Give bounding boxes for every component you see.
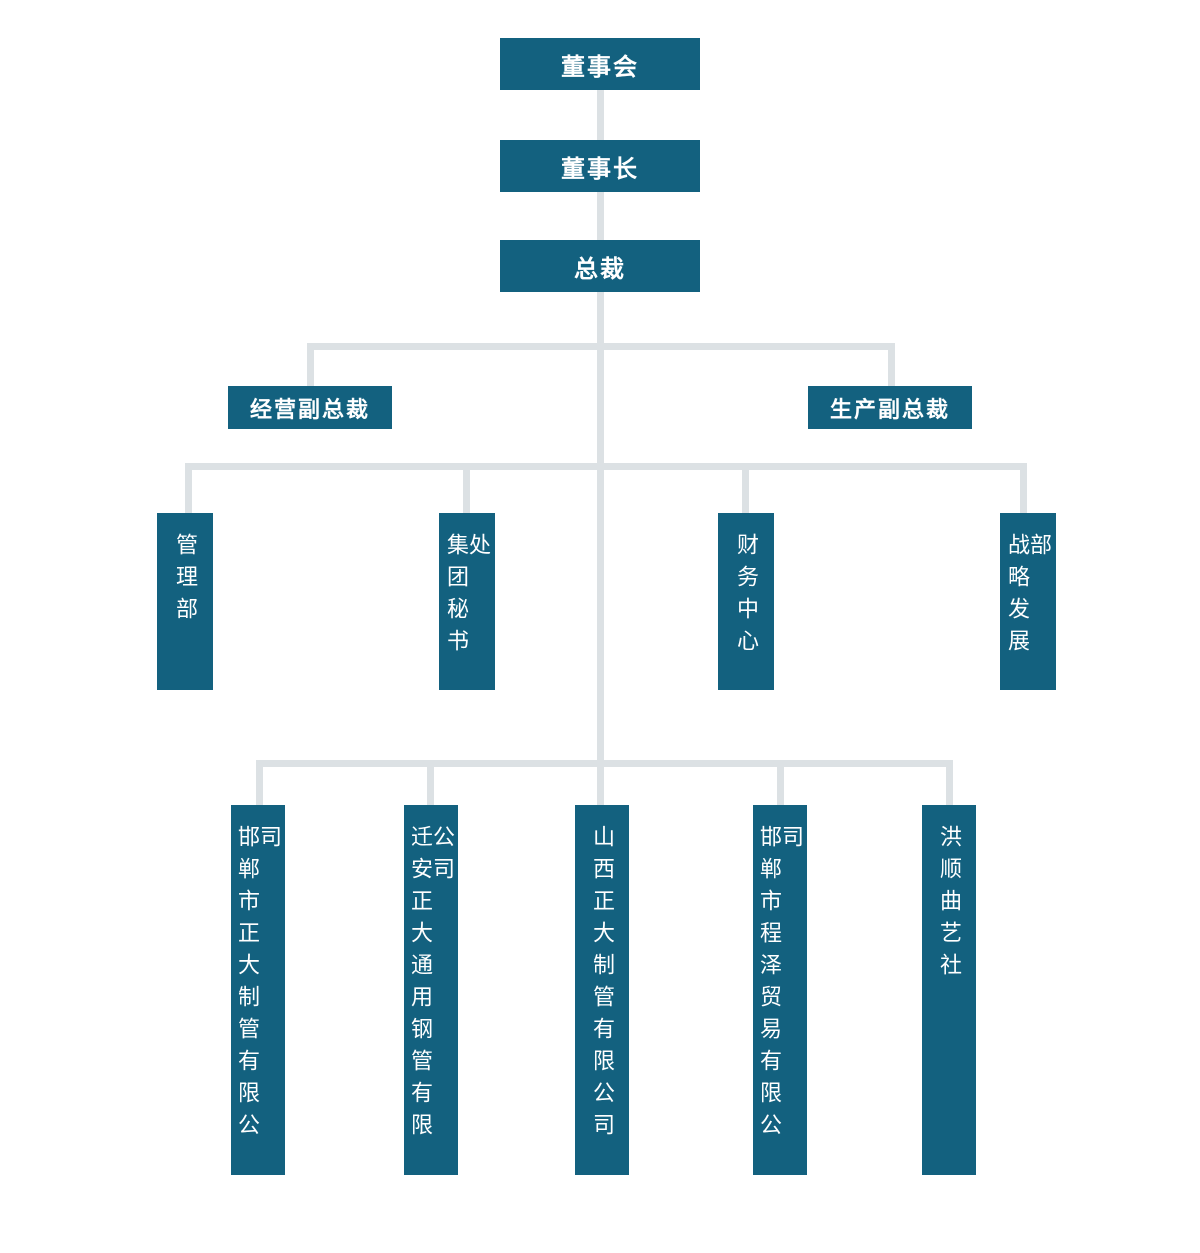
- node-sub-qianan-steel-pipe-label: 迁安正大通用钢管有限公司: [408, 825, 455, 1145]
- connector-vp-left-drop: [307, 343, 314, 387]
- node-dept-strategy-label: 战略发展部: [1005, 533, 1052, 661]
- node-dept-finance-label: 财务中心: [734, 533, 759, 661]
- node-dept-management: 管理部: [157, 513, 213, 690]
- connector-sub-drop-3: [597, 767, 604, 806]
- connector-sub-drop-5: [946, 760, 953, 806]
- connector-subsidiary-rail: [256, 760, 953, 767]
- node-sub-qianan-steel-pipe: 迁安正大通用钢管有限公司: [404, 805, 458, 1175]
- connector-chairman-president: [597, 192, 604, 240]
- node-sub-handan-zhengda-pipe: 邯郸市正大制管有限公司: [231, 805, 285, 1175]
- node-dept-management-label: 管理部: [173, 533, 198, 629]
- connector-sub-drop-4: [777, 767, 784, 806]
- connector-sub-drop-2: [427, 767, 434, 806]
- node-chairman: 董事长: [500, 140, 700, 192]
- node-sub-hongshun-quyi: 洪顺曲艺社: [922, 805, 976, 1175]
- node-sub-handan-chengze-trading: 邯郸市程泽贸易有限公司: [753, 805, 807, 1175]
- node-dept-secretariat: 集团秘书处: [439, 513, 495, 690]
- node-president: 总裁: [500, 240, 700, 292]
- connector-vp-rail: [307, 343, 895, 350]
- connector-sub-drop-1: [256, 760, 263, 806]
- node-sub-shanxi-zhengda-pipe: 山西正大制管有限公司: [575, 805, 629, 1175]
- node-vp-production: 生产副总裁: [808, 386, 972, 429]
- node-sub-handan-chengze-trading-label: 邯郸市程泽贸易有限公司: [757, 825, 804, 1145]
- node-board: 董事会: [500, 38, 700, 90]
- connector-central-spine: [597, 292, 604, 767]
- connector-dept-drop-4: [1020, 463, 1027, 513]
- connector-board-chairman: [597, 90, 604, 140]
- node-sub-hongshun-quyi-label: 洪顺曲艺社: [937, 825, 962, 985]
- connector-dept-drop-2: [463, 470, 470, 513]
- node-vp-operations: 经营副总裁: [228, 386, 392, 429]
- node-sub-handan-zhengda-pipe-label: 邯郸市正大制管有限公司: [235, 825, 282, 1145]
- node-dept-finance: 财务中心: [718, 513, 774, 690]
- connector-vp-right-drop: [888, 343, 895, 387]
- node-sub-shanxi-zhengda-pipe-label: 山西正大制管有限公司: [590, 825, 615, 1145]
- node-dept-strategy: 战略发展部: [1000, 513, 1056, 690]
- connector-dept-drop-3: [742, 470, 749, 513]
- connector-dept-drop-1: [185, 463, 192, 513]
- connector-dept-rail: [185, 463, 1027, 470]
- node-dept-secretariat-label: 集团秘书处: [444, 533, 491, 661]
